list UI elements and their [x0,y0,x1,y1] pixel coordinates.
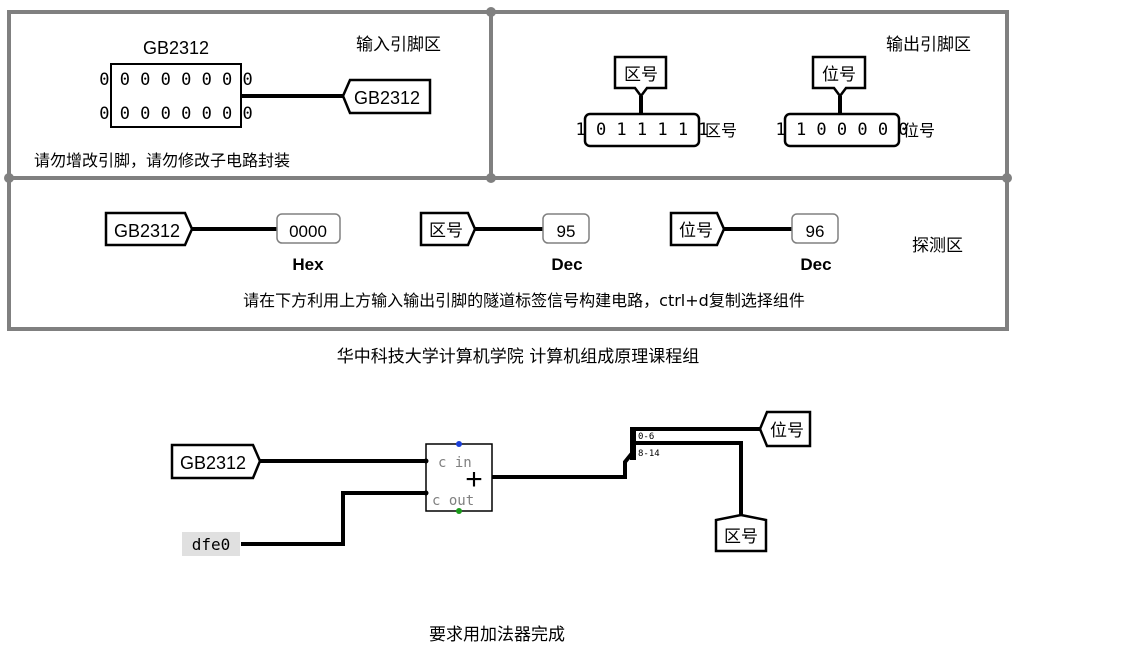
output-pin-position[interactable]: 1 1 0 0 0 0 0 [775,112,909,148]
junction-dot [486,7,496,17]
splitter-low-label: 0-6 [638,432,654,442]
adder-input-b-pin[interactable] [423,490,429,496]
adder-carry-out-pin[interactable] [456,508,462,514]
junction-dot [486,173,496,183]
constant-dfe0[interactable]: dfe0 [182,532,240,556]
frame-junctions [4,7,1012,183]
tunnel-label: GB2312 [114,221,180,241]
main-frame [7,10,1009,331]
output-pin-zone[interactable]: 1 0 1 1 1 1 1 [575,112,709,148]
output-area-title: 输出引脚区 [886,35,971,55]
adder-cin-label: c in [438,455,472,471]
probe-zone-value: 95 [542,213,590,244]
probe-area-title: 探测区 [912,236,963,256]
input-pin-label: GB2312 [143,38,209,58]
input-pin-bits-row1: 0 0 0 0 0 0 0 0 [99,70,253,90]
probe-radix: Hex [292,255,324,274]
probe-value: 0000 [289,222,327,241]
panel-frames [7,10,1009,331]
requirement-text: 要求用加法器完成 [429,625,565,645]
input-area-note: 请勿增改引脚，请勿修改子电路封装 [34,151,290,170]
input-pin-bits-row2: 0 0 0 0 0 0 0 0 [99,104,253,124]
tunnel-input-gb2312[interactable]: GB2312 [341,78,432,115]
tunnel-label: 区号 [429,221,463,241]
tunnel-probe-gb2312[interactable]: GB2312 [104,211,194,247]
tunnel-label: 区号 [624,65,658,85]
splitter-high-label: 8-14 [638,449,660,459]
output-pin-bits: 1 0 1 1 1 1 1 [575,120,708,140]
tunnel-label: 位号 [679,221,713,241]
adder-carry-in-pin[interactable] [456,441,462,447]
input-pin-gb2312[interactable]: 0 0 0 0 0 0 0 0 0 0 0 0 0 0 0 0 [99,63,253,128]
wire-splitter-to-zone[interactable] [660,441,743,515]
adder-input-a-pin[interactable] [423,458,429,464]
probe-value: 96 [806,222,825,241]
wire-constant-to-adder[interactable] [241,491,426,546]
probe-value: 95 [557,222,576,241]
tunnel-circuit-zone[interactable]: 区号 [714,513,768,553]
input-area-title: 输入引脚区 [356,35,441,55]
tunnel-output-zone[interactable]: 区号 [613,55,668,99]
junction-dot [4,173,14,183]
tunnel-label: GB2312 [180,453,246,473]
output-pin-position-label: 位号 [903,121,935,140]
probe-gb2312-value: 0000 [276,213,341,244]
constant-value: dfe0 [192,535,231,554]
adder-symbol: + [465,463,483,496]
tunnel-label: 位号 [770,421,804,441]
tunnel-circuit-gb2312[interactable]: GB2312 [170,443,262,480]
junction-dot [1002,173,1012,183]
output-pin-zone-label: 区号 [705,121,737,140]
probe-radix: Dec [800,255,831,274]
tunnel-output-position[interactable]: 位号 [811,55,867,99]
tunnel-label: GB2312 [354,88,420,108]
wire-adder-to-splitter[interactable] [492,450,635,479]
tunnel-label: 区号 [724,527,758,547]
credit-text: 华中科技大学计算机学院 计算机组成原理课程组 [337,347,699,367]
probe-area-instruction: 请在下方利用上方输入输出引脚的隧道标签信号构建电路，ctrl+d复制选择组件 [243,291,805,310]
splitter[interactable]: 0-6 8-14 [630,427,660,460]
output-pin-bits: 1 1 0 0 0 0 0 [775,120,908,140]
tunnel-probe-zone[interactable]: 区号 [419,211,477,247]
probe-radix: Dec [551,255,582,274]
adder[interactable]: c in c out + [423,441,493,514]
tunnel-label: 位号 [822,65,856,85]
tunnel-probe-position[interactable]: 位号 [669,211,726,247]
tunnel-circuit-position[interactable]: 位号 [758,410,812,448]
adder-cout-label: c out [432,493,474,509]
probe-position-value: 96 [791,213,839,244]
